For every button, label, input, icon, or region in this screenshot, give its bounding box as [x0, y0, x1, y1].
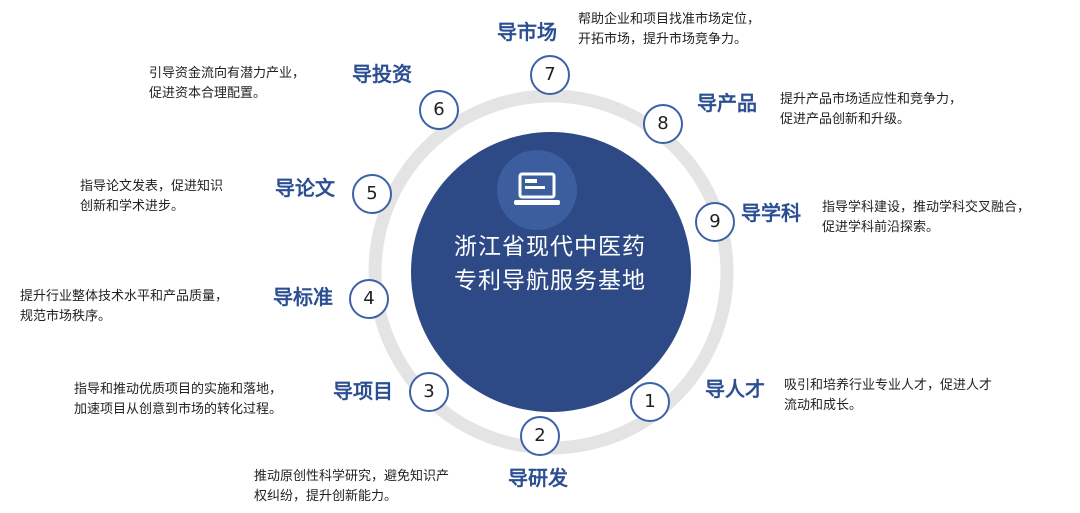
node-desc-8-line1: 提升产品市场适应性和竞争力， — [780, 92, 963, 107]
node-label-3: 导项目 — [333, 379, 393, 403]
center-title-line2: 专利导航服务基地 — [454, 268, 646, 294]
node-number-9: 9 — [695, 202, 735, 242]
node-desc-8: 提升产品市场适应性和竞争力， 促进产品创新和升级。 — [780, 90, 962, 130]
node-desc-5-line2: 创新和学术进步。 — [80, 199, 185, 214]
node-desc-4: 提升行业整体技术水平和产品质量， 规范市场秩序。 — [20, 287, 228, 327]
node-desc-1-line1: 吸引和培养行业专业人才，促进人才 — [784, 378, 993, 393]
node-desc-1-line2: 流动和成长。 — [784, 398, 863, 413]
node-label-5: 导论文 — [275, 176, 335, 200]
node-desc-6: 引导资金流向有潜力产业， 促进资本合理配置。 — [149, 64, 305, 104]
node-label-4: 导标准 — [273, 285, 333, 309]
node-number-8: 8 — [643, 104, 683, 144]
node-number-6: 6 — [419, 90, 459, 130]
node-label-9: 导学科 — [741, 201, 801, 225]
node-label-2: 导研发 — [508, 466, 568, 490]
node-label-8: 导产品 — [697, 91, 757, 115]
node-desc-4-line1: 提升行业整体技术水平和产品质量， — [20, 289, 229, 304]
node-number-2: 2 — [520, 416, 560, 456]
node-desc-2-line1: 推动原创性科学研究，避免知识产 — [254, 469, 450, 484]
center-title-line1: 浙江省现代中医药 — [454, 234, 646, 260]
node-desc-5: 指导论文发表，促进知识 创新和学术进步。 — [80, 177, 223, 217]
node-desc-3-line1: 指导和推动优质项目的实施和落地， — [74, 382, 283, 397]
node-desc-6-line1: 引导资金流向有潜力产业， — [149, 66, 306, 81]
node-desc-7: 帮助企业和项目找准市场定位， 开拓市场，提升市场竞争力。 — [578, 10, 760, 50]
node-number-5: 5 — [352, 174, 392, 214]
node-number-7: 7 — [530, 55, 570, 95]
node-label-7: 导市场 — [497, 20, 557, 44]
node-desc-9-line1: 指导学科建设，推动学科交叉融合， — [822, 200, 1031, 215]
center-title: 浙江省现代中医药 专利导航服务基地 — [430, 230, 670, 298]
node-label-1: 导人才 — [705, 377, 765, 401]
node-desc-3-line2: 加速项目从创意到市场的转化过程。 — [74, 402, 283, 417]
node-desc-1: 吸引和培养行业专业人才，促进人才 流动和成长。 — [784, 376, 992, 416]
node-desc-9: 指导学科建设，推动学科交叉融合， 促进学科前沿探索。 — [822, 198, 1030, 238]
core-circle — [411, 132, 691, 412]
node-desc-7-line2: 开拓市场，提升市场竞争力。 — [578, 32, 748, 47]
node-desc-5-line1: 指导论文发表，促进知识 — [80, 179, 224, 194]
node-desc-9-line2: 促进学科前沿探索。 — [822, 220, 940, 235]
node-number-3: 3 — [409, 372, 449, 412]
node-desc-3: 指导和推动优质项目的实施和落地， 加速项目从创意到市场的转化过程。 — [74, 380, 282, 420]
node-label-6: 导投资 — [352, 62, 412, 86]
node-number-1: 1 — [630, 382, 670, 422]
node-desc-2: 推动原创性科学研究，避免知识产 权纠纷，提升创新能力。 — [254, 467, 449, 507]
node-number-4: 4 — [349, 279, 389, 319]
node-desc-6-line2: 促进资本合理配置。 — [149, 86, 267, 101]
laptop-icon — [494, 147, 580, 233]
node-desc-4-line2: 规范市场秩序。 — [20, 309, 112, 324]
node-desc-8-line2: 促进产品创新和升级。 — [780, 112, 911, 127]
node-desc-2-line2: 权纠纷，提升创新能力。 — [254, 489, 398, 504]
node-desc-7-line1: 帮助企业和项目找准市场定位， — [578, 12, 761, 27]
